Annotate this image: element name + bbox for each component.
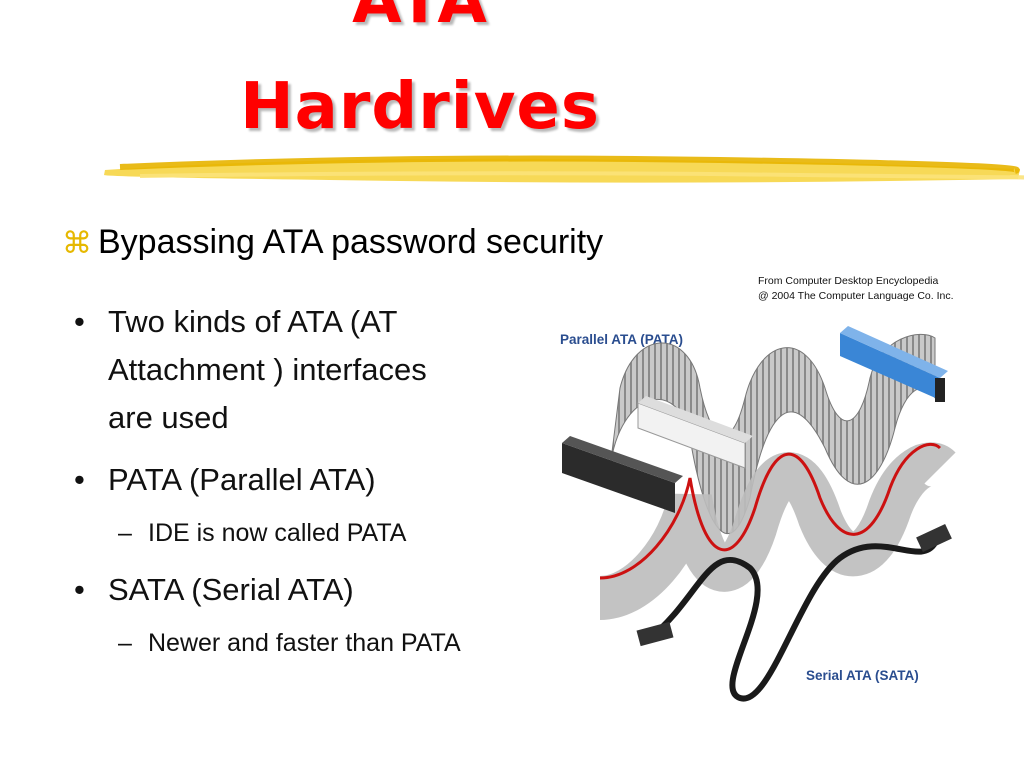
figure-credit-line2: @ 2004 The Computer Language Co. Inc. — [758, 290, 954, 302]
bullet-text: Two kinds of ATA (AT Attachment ) interf… — [108, 304, 427, 435]
pata-blue-connector — [840, 326, 948, 402]
pata-black-connector — [562, 436, 683, 513]
bullet-text: PATA (Parallel ATA) — [108, 462, 376, 497]
bullet-dot: • — [74, 304, 85, 339]
command-key-icon: ⌘ — [62, 227, 92, 260]
bullet-item: • PATA (Parallel ATA) — [74, 456, 514, 504]
highlighter-stroke-decoration — [103, 155, 1024, 183]
pata-cable-stripe — [599, 442, 942, 580]
sub-bullet-text: IDE is now called PATA — [148, 519, 407, 547]
subtitle-text: Bypassing ATA password security — [98, 223, 604, 261]
bullet-item: • SATA (Serial ATA) — [74, 566, 514, 614]
ata-cables-illustration — [562, 326, 956, 702]
figure-credit-line1: From Computer Desktop Encyclopedia — [758, 275, 939, 287]
slide-title-line2: Hardrives — [240, 70, 600, 144]
bullet-dot: • — [74, 462, 85, 497]
sub-bullet-item: – IDE is now called PATA — [118, 512, 478, 555]
sub-bullet-dash: – — [118, 519, 132, 547]
sub-bullet-item: – Newer and faster than PATA — [118, 622, 478, 665]
sata-connector-right — [916, 523, 952, 553]
sata-cable — [648, 541, 938, 702]
label-serial-ata: Serial ATA (SATA) — [806, 668, 919, 683]
sub-bullet-dash: – — [118, 629, 132, 657]
label-parallel-ata: Parallel ATA (PATA) — [560, 332, 684, 347]
subtitle: ⌘Bypassing ATA password security — [62, 220, 603, 266]
sub-bullet-text: Newer and faster than PATA — [148, 629, 461, 657]
slide-title-line1: ATA — [352, 0, 488, 38]
bullet-dot: • — [74, 572, 85, 607]
pata-white-connector — [637, 396, 753, 469]
bullet-text: SATA (Serial ATA) — [108, 572, 354, 607]
sata-connector-left — [636, 621, 674, 647]
bullet-item: • Two kinds of ATA (AT Attachment ) inte… — [74, 298, 514, 442]
